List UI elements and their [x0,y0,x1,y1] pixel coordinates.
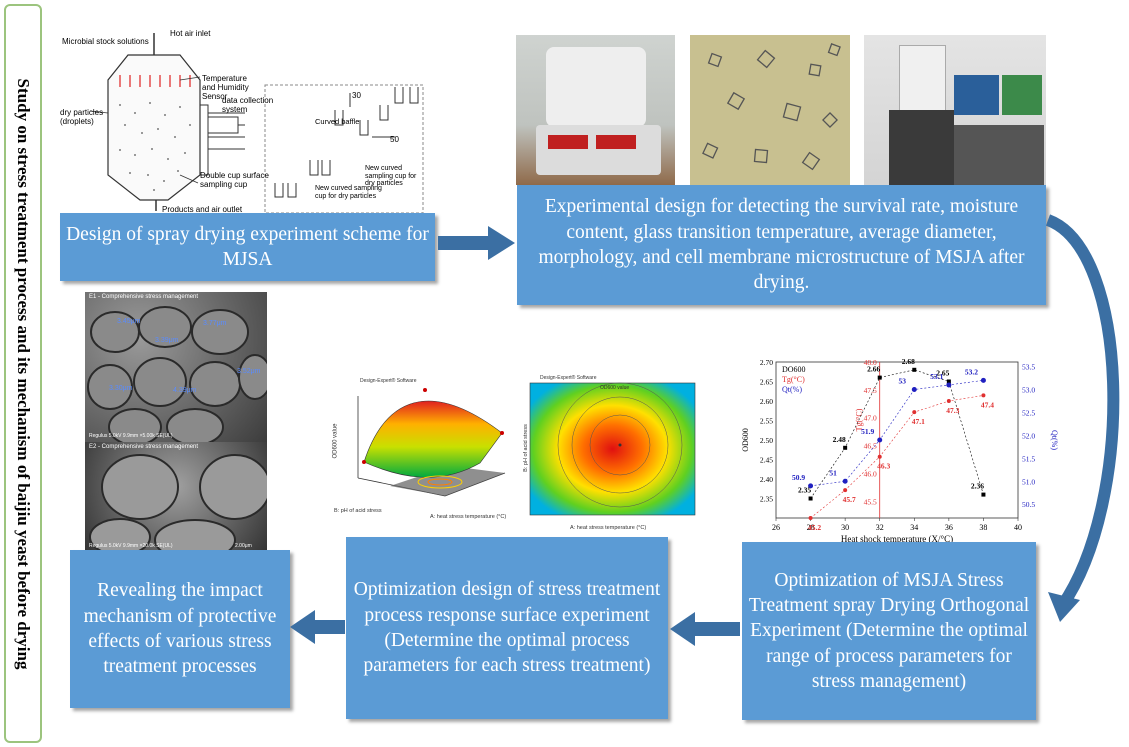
arrow-curved-right [1048,220,1113,622]
arrow-orthogonal-to-response [670,612,740,646]
arrow-response-to-mechanism [290,610,345,644]
arrow-design-to-experimental [438,226,515,260]
